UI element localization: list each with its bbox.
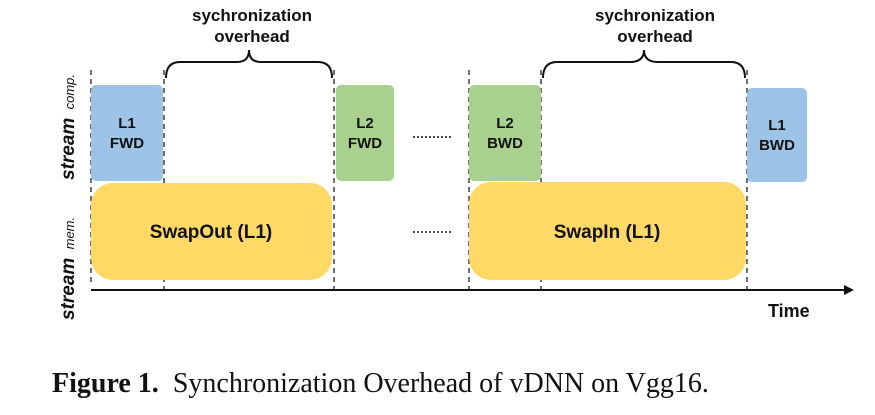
block-l1-fwd-line1: L1 xyxy=(118,115,136,132)
row-label-memory: stream mem. xyxy=(58,217,79,320)
block-l2-bwd: L2 BWD xyxy=(469,85,541,181)
block-l1-fwd: L1 FWD xyxy=(91,85,163,181)
block-l1-fwd-line2: FWD xyxy=(110,135,144,152)
overhead-label-left-line2: overhead xyxy=(214,27,290,46)
block-l2-fwd-box xyxy=(336,85,394,181)
block-l1-bwd-line1: L1 xyxy=(768,117,786,134)
row-label-memory-sub: mem. xyxy=(62,217,77,250)
row-label-compute-sub: comp. xyxy=(62,74,77,109)
figure-caption-number: Figure 1. xyxy=(52,368,159,399)
block-swap-in-label: SwapIn (L1) xyxy=(554,222,661,243)
row-label-compute-main: stream xyxy=(58,118,79,180)
block-swap-in-box xyxy=(469,182,746,280)
block-swap-out-box xyxy=(91,183,332,280)
row-label-compute: stream comp. xyxy=(58,74,79,180)
overhead-brace-right xyxy=(542,49,746,79)
overhead-label-left-line1: sychronization xyxy=(192,6,312,25)
row-label-memory-main: stream xyxy=(58,258,79,320)
figure-caption-text: Synchronization Overhead of vDNN on Vgg1… xyxy=(166,368,709,399)
block-l2-fwd-line1: L2 xyxy=(356,115,374,132)
block-swap-out: SwapOut (L1) xyxy=(91,183,332,280)
overhead-label-right-line2: overhead xyxy=(617,27,693,46)
block-l1-bwd-line2: BWD xyxy=(759,137,795,154)
overhead-brace-left xyxy=(165,49,333,79)
block-l1-fwd-box xyxy=(91,85,163,181)
time-axis-label: Time xyxy=(768,301,810,321)
block-l2-bwd-box xyxy=(469,85,541,181)
block-swap-out-label: SwapOut (L1) xyxy=(150,222,272,243)
block-l2-bwd-line1: L2 xyxy=(496,115,514,132)
block-l2-fwd: L2 FWD xyxy=(336,85,394,181)
figure-caption: Figure 1. Synchronization Overhead of vD… xyxy=(52,368,709,399)
block-l2-fwd-line2: FWD xyxy=(348,135,382,152)
block-l1-bwd-box xyxy=(747,88,807,182)
overhead-label-right-line1: sychronization xyxy=(595,6,715,25)
block-swap-in: SwapIn (L1) xyxy=(469,182,746,280)
block-l2-bwd-line2: BWD xyxy=(487,135,523,152)
block-l1-bwd: L1 BWD xyxy=(747,88,807,182)
